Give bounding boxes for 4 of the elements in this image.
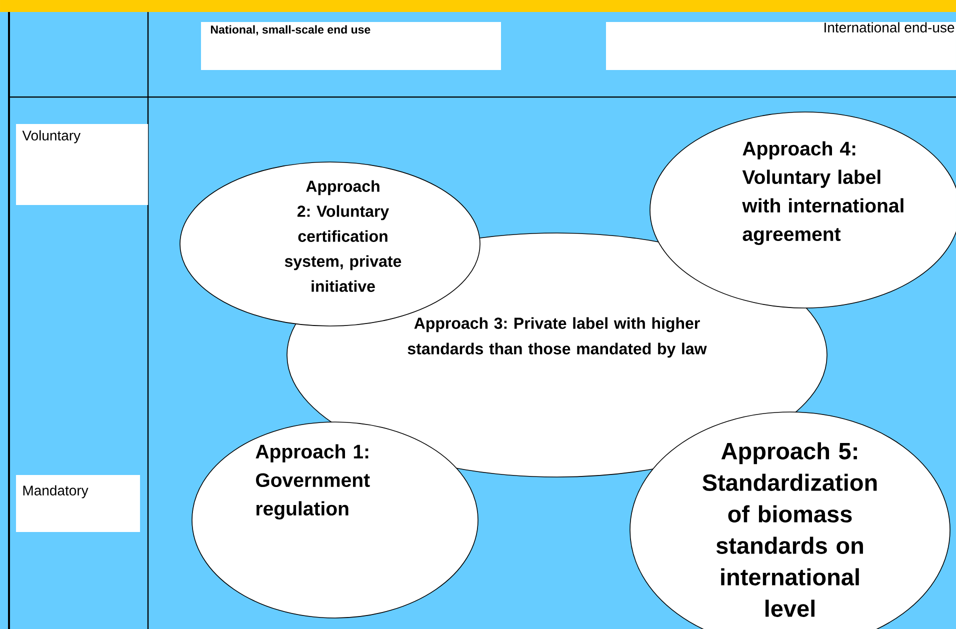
header-box: International end-use bbox=[606, 22, 956, 70]
header-box: National, small-scale end use bbox=[201, 22, 501, 70]
header-box: Voluntary bbox=[16, 124, 148, 205]
header-box: Mandatory bbox=[16, 475, 140, 532]
